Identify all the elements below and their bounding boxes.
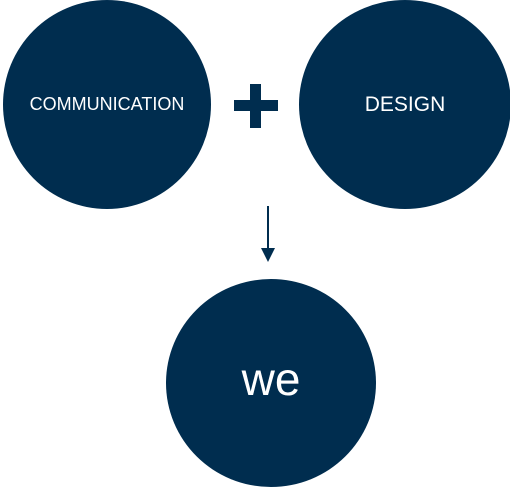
design-label: DESIGN bbox=[364, 92, 446, 116]
communication-label: COMMUNICATION bbox=[29, 94, 185, 114]
arrow-down-icon bbox=[261, 206, 275, 262]
plus-icon bbox=[234, 84, 278, 128]
design-circle: DESIGN bbox=[299, 0, 510, 209]
we-label: we bbox=[241, 353, 301, 405]
we-circle: we bbox=[166, 279, 376, 487]
arrow-head bbox=[261, 248, 275, 262]
communication-circle: COMMUNICATION bbox=[3, 0, 211, 209]
plus-vertical-bar bbox=[250, 84, 261, 128]
